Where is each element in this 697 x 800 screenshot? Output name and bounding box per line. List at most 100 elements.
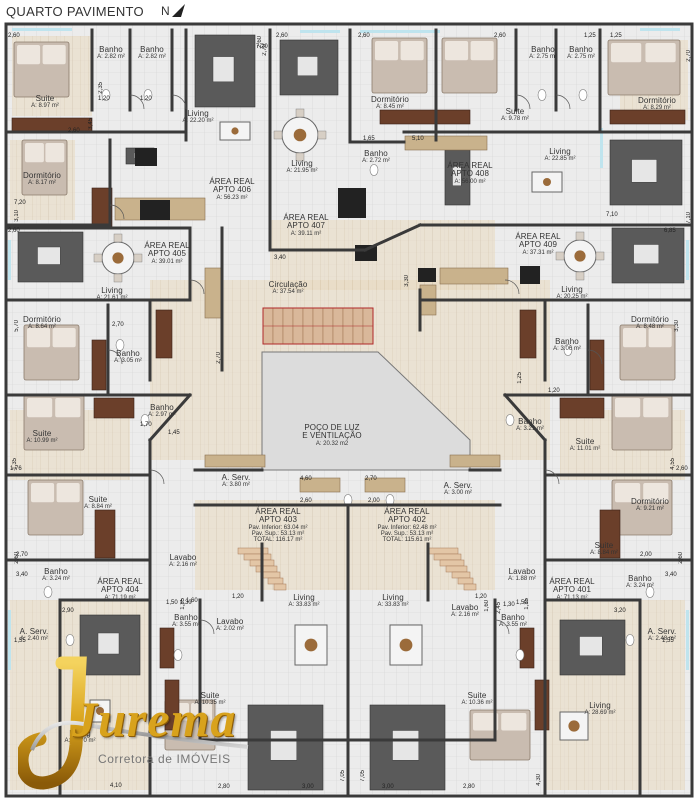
room-name: Lavabo (451, 603, 479, 612)
door-swing (171, 94, 187, 110)
counter-icon (204, 267, 222, 319)
dimension-label: 2,60 (68, 128, 80, 134)
plan-title: QUARTO PAVIMENTO (6, 4, 144, 19)
dimension-label: 1,20 (232, 594, 244, 600)
pillow (45, 143, 65, 163)
pillow (42, 45, 66, 65)
room-area: Pav. Inferior: 63.04 m² (248, 524, 308, 531)
room-name: Dormitório (371, 95, 409, 104)
chair (575, 271, 585, 281)
room-area: A: 2.16 m² (169, 562, 197, 569)
sofa-icon (444, 149, 471, 206)
room-name: E VENTILAÇÃO (302, 431, 362, 441)
dimension-label: 1,65 (363, 136, 375, 142)
sofa-icon (559, 619, 626, 676)
room-area: A: 20.25 m² (556, 294, 588, 301)
toilet-bowl (140, 414, 150, 426)
chair (317, 130, 327, 140)
room-name: ÁREA REAL (144, 241, 190, 250)
room-area: A: 10.35 m² (194, 700, 226, 707)
room-area: A: 3.55 m² (499, 622, 527, 629)
pillow (55, 398, 81, 418)
stairs-top (262, 307, 374, 345)
wardrobe-icon (559, 397, 605, 419)
room-name: Living (101, 286, 123, 295)
room-name: Banho (531, 45, 555, 54)
coffee-table (37, 246, 61, 265)
bed-icon (27, 479, 84, 536)
pillow (648, 328, 672, 348)
dining-table-icon (273, 108, 327, 162)
coffee-table (297, 56, 318, 76)
dining-table-icon (531, 171, 563, 193)
wall (363, 223, 422, 252)
room-name: Banho (555, 337, 579, 346)
wardrobe-icon (159, 627, 175, 669)
door-swing (504, 279, 520, 295)
room-name: Suite (467, 691, 487, 700)
room-area: A: 39.11 m² (290, 230, 322, 237)
room-name: Dormitório (631, 497, 669, 506)
centerpiece (293, 128, 307, 142)
chair (113, 233, 123, 243)
room-area: A: 2.48 m² (648, 636, 676, 643)
wardrobe-icon (589, 339, 605, 391)
dimension-label: 1,50 (516, 600, 528, 606)
dining-table-icon (219, 121, 251, 141)
dimension-label: 2,80 (218, 784, 230, 790)
wardrobe-icon (93, 397, 135, 419)
toilet-icon (101, 89, 111, 101)
pillow (473, 713, 499, 731)
dimension-label: 3,00 (302, 784, 314, 790)
pillow (27, 328, 51, 348)
stair-step (273, 583, 287, 591)
toilet-bowl (515, 649, 525, 661)
tv-icon (338, 188, 366, 218)
chair (575, 231, 585, 241)
toilet-icon (143, 89, 153, 101)
centerpiece (574, 250, 586, 262)
dimension-label: 4,60 (300, 476, 312, 482)
toilet-icon (578, 89, 588, 101)
room-area: A: 2.82 m² (97, 54, 125, 61)
room-area: A: 21.61 m² (96, 295, 128, 302)
room-name: Dormitório (638, 96, 676, 105)
dimension-label: 1,20 (475, 594, 487, 600)
wardrobe-icon (534, 679, 550, 731)
room-area-total: TOTAL: 115.61 m² (382, 537, 432, 544)
room-name: Banho (569, 45, 593, 54)
pillow (52, 328, 76, 348)
chair (273, 130, 283, 140)
toilet-icon (173, 649, 183, 661)
door-swing (555, 94, 571, 110)
dimension-label: 3,40 (274, 255, 286, 261)
stair-step (243, 553, 272, 561)
dimension-label: 1,55 (14, 638, 26, 644)
window-glass (12, 28, 72, 31)
coffee-table (270, 730, 297, 761)
dimension-label: 2,80 (463, 784, 475, 790)
pillow (445, 41, 469, 61)
stair-step (427, 547, 459, 555)
wardrobe-icon (519, 309, 537, 359)
stair-step (433, 553, 462, 561)
dimension-label: 1,20 (548, 388, 560, 394)
window-glass (600, 128, 603, 168)
room-area: A: 33.83 m² (288, 602, 320, 609)
dimension-label: 3,20 (614, 608, 626, 614)
room-area: A: 8.84 m² (84, 504, 112, 511)
room-area: Pav. Inferior: 62.48 m² (377, 524, 437, 531)
room-name: Living (291, 159, 313, 168)
toilet-bowl (645, 586, 655, 598)
